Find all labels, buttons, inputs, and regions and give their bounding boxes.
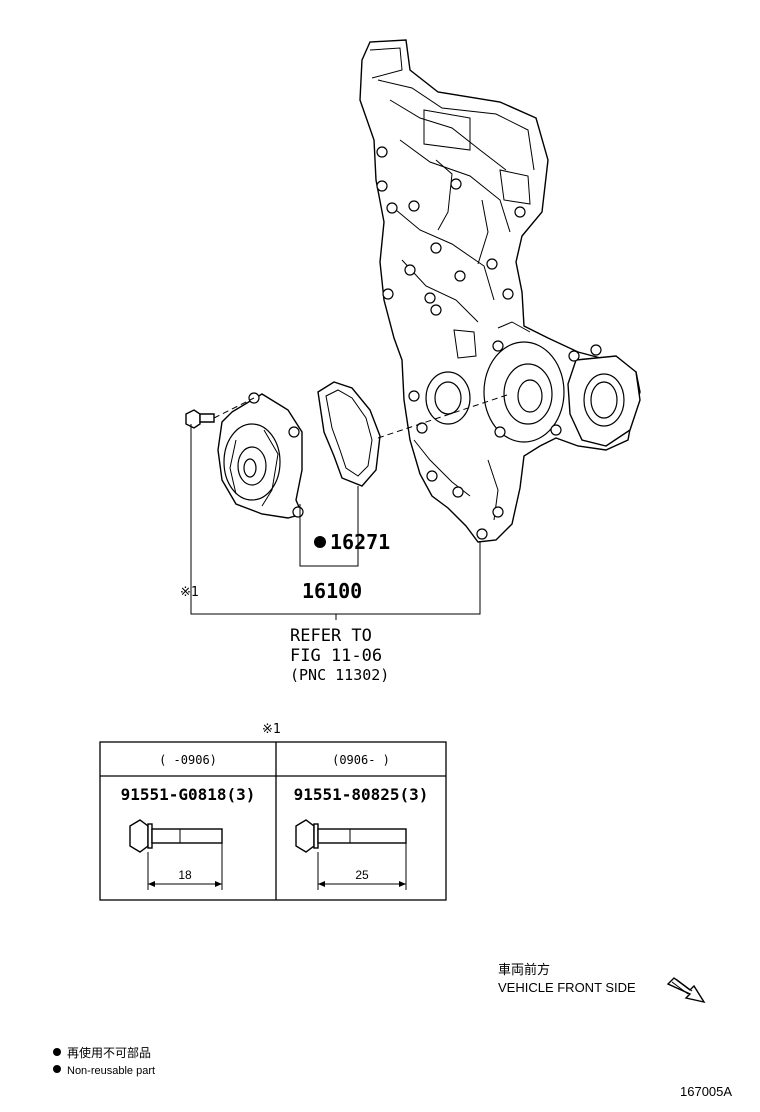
refer-line1: REFER TO bbox=[290, 626, 372, 646]
non-reusable-marker bbox=[314, 536, 326, 548]
table-part-col1: 91551-G0818(3) bbox=[121, 785, 256, 804]
table-range-col2: (0906- ) bbox=[332, 753, 390, 767]
bolt-table: ※1 ( -0906) (0906- ) 91551-G0818(3) 9155… bbox=[99, 722, 447, 901]
bolt-length-col2: 25 bbox=[355, 868, 369, 882]
water-pump bbox=[217, 392, 304, 519]
pump-bolt bbox=[185, 409, 215, 429]
direction-japanese: 車両前方 bbox=[498, 962, 550, 977]
legend-english: Non-reusable part bbox=[67, 1065, 155, 1077]
gasket-part-number: 16271 bbox=[330, 530, 390, 554]
legend-japanese: 再使用不可部品 bbox=[67, 1045, 151, 1060]
pump-part-number: 16100 bbox=[302, 579, 362, 603]
table-part-col2: 91551-80825(3) bbox=[294, 785, 429, 804]
bolt-icon-col1 bbox=[129, 819, 223, 890]
note-mark-top: ※1 bbox=[180, 585, 199, 600]
pump-gasket bbox=[317, 381, 381, 487]
figure-id: 167005A bbox=[680, 1084, 732, 1099]
direction-english: VEHICLE FRONT SIDE bbox=[498, 980, 636, 995]
table-border bbox=[99, 741, 447, 901]
bolt-icon-col2 bbox=[295, 819, 407, 890]
legend-dot-icon-jp bbox=[53, 1048, 61, 1056]
table-note-mark: ※1 bbox=[262, 722, 281, 737]
refer-line3: (PNC 11302) bbox=[290, 666, 389, 684]
leader-lines bbox=[190, 424, 481, 620]
legend-dot-icon-en bbox=[53, 1065, 61, 1073]
bolt-length-col1: 18 bbox=[178, 868, 192, 882]
alignment-lines bbox=[213, 393, 511, 439]
front-direction-arrow-icon bbox=[666, 977, 706, 1004]
table-range-col1: ( -0906) bbox=[159, 753, 217, 767]
timing-chain-cover bbox=[359, 39, 641, 543]
refer-line2: FIG 11-06 bbox=[290, 646, 382, 666]
